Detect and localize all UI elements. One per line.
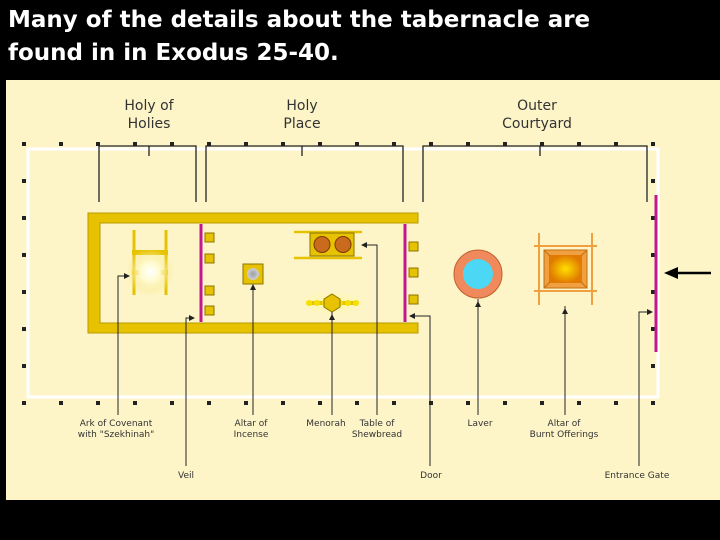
courtyard-post — [355, 142, 359, 146]
label-ark-2: with "Szekhinah" — [78, 430, 155, 440]
courtyard-post — [540, 142, 544, 146]
courtyard-post — [540, 401, 544, 405]
label-table-1: Table of — [359, 419, 396, 429]
tabernacle-diagram: Holy of Holies Holy Place Outer Courtyar… — [6, 80, 720, 500]
courtyard-post — [392, 142, 396, 146]
ark-of-covenant — [126, 230, 174, 296]
courtyard-post — [170, 142, 174, 146]
label-holy-of-holies-2: Holies — [128, 116, 171, 132]
pillar — [204, 232, 215, 243]
label-menorah: Menorah — [306, 419, 345, 429]
courtyard-post — [22, 290, 26, 294]
courtyard-posts — [22, 142, 655, 405]
courtyard-border — [26, 147, 660, 399]
courtyard-post — [281, 401, 285, 405]
table-of-shewbread — [294, 230, 362, 260]
courtyard-post — [133, 142, 137, 146]
label-holy-place-1: Holy — [286, 98, 317, 114]
label-incense-1: Altar of — [235, 419, 269, 429]
courtyard-post — [651, 364, 655, 368]
courtyard-post — [59, 401, 63, 405]
courtyard-post — [22, 216, 26, 220]
courtyard-post — [355, 401, 359, 405]
courtyard-post — [651, 253, 655, 257]
label-ark-1: Ark of Covenant — [80, 419, 153, 429]
courtyard-post — [170, 401, 174, 405]
pillar — [204, 253, 215, 264]
courtyard-post — [577, 142, 581, 146]
courtyard-post — [651, 216, 655, 220]
courtyard-post — [244, 142, 248, 146]
item-labels: Ark of Covenant with "Szekhinah" Altar o… — [78, 419, 670, 481]
courtyard-post — [614, 401, 618, 405]
courtyard-post — [22, 253, 26, 257]
label-door: Door — [420, 471, 442, 481]
tent-walls — [87, 212, 419, 334]
courtyard-post — [207, 401, 211, 405]
courtyard-post — [281, 142, 285, 146]
leader-ark — [117, 275, 126, 415]
label-altar-burnt-1: Altar of — [548, 419, 582, 429]
label-laver: Laver — [467, 419, 492, 429]
courtyard-post — [22, 364, 26, 368]
courtyard-post — [651, 179, 655, 183]
leader-door — [411, 315, 431, 466]
courtyard-post — [207, 142, 211, 146]
label-table-2: Shewbread — [352, 430, 402, 440]
courtyard-post — [22, 142, 26, 146]
label-holy-of-holies-1: Holy of — [124, 98, 174, 114]
laver — [453, 249, 503, 299]
courtyard-post — [614, 142, 618, 146]
courtyard-post — [577, 401, 581, 405]
label-holy-place-2: Place — [283, 116, 320, 132]
section-labels: Holy of Holies Holy Place Outer Courtyar… — [124, 98, 571, 132]
pillar — [408, 267, 419, 278]
pillar — [408, 241, 419, 252]
pillar — [408, 294, 419, 305]
courtyard-post — [466, 401, 470, 405]
courtyard-post — [466, 142, 470, 146]
courtyard-post — [503, 142, 507, 146]
leader-gate — [638, 311, 650, 466]
label-entrance-gate: Entrance Gate — [605, 471, 670, 481]
pillar — [204, 305, 215, 316]
label-altar-burnt-2: Burnt Offerings — [530, 430, 599, 440]
leader-veil — [185, 317, 192, 466]
bracket-holy-place — [205, 145, 404, 202]
label-veil: Veil — [178, 471, 194, 481]
label-outer-courtyard-1: Outer — [517, 98, 557, 114]
courtyard-post — [651, 401, 655, 405]
pillar — [204, 285, 215, 296]
courtyard-post — [59, 142, 63, 146]
label-incense-2: Incense — [234, 430, 269, 440]
courtyard-post — [429, 401, 433, 405]
courtyard-post — [651, 290, 655, 294]
courtyard-post — [651, 327, 655, 331]
courtyard-post — [96, 401, 100, 405]
courtyard-post — [244, 401, 248, 405]
courtyard-post — [318, 401, 322, 405]
courtyard-post — [429, 142, 433, 146]
slide-title: Many of the details about the tabernacle… — [8, 7, 591, 66]
courtyard-post — [318, 142, 322, 146]
courtyard-post — [96, 142, 100, 146]
bracket-holy-of-holies — [98, 145, 197, 202]
altar-of-incense — [242, 263, 264, 285]
courtyard-post — [22, 327, 26, 331]
leader-table — [363, 244, 378, 415]
courtyard-post — [133, 401, 137, 405]
courtyard-post — [22, 179, 26, 183]
menorah — [298, 291, 366, 315]
label-outer-courtyard-2: Courtyard — [502, 116, 572, 132]
courtyard-post — [22, 401, 26, 405]
courtyard-post — [392, 401, 396, 405]
tabernacle-svg: Holy of Holies Holy Place Outer Courtyar… — [22, 98, 711, 481]
bracket-outer-courtyard — [422, 145, 648, 202]
courtyard-post — [503, 401, 507, 405]
courtyard-post — [651, 142, 655, 146]
altar-of-burnt-offerings — [534, 233, 597, 305]
entrance-arrow-icon — [664, 267, 711, 279]
